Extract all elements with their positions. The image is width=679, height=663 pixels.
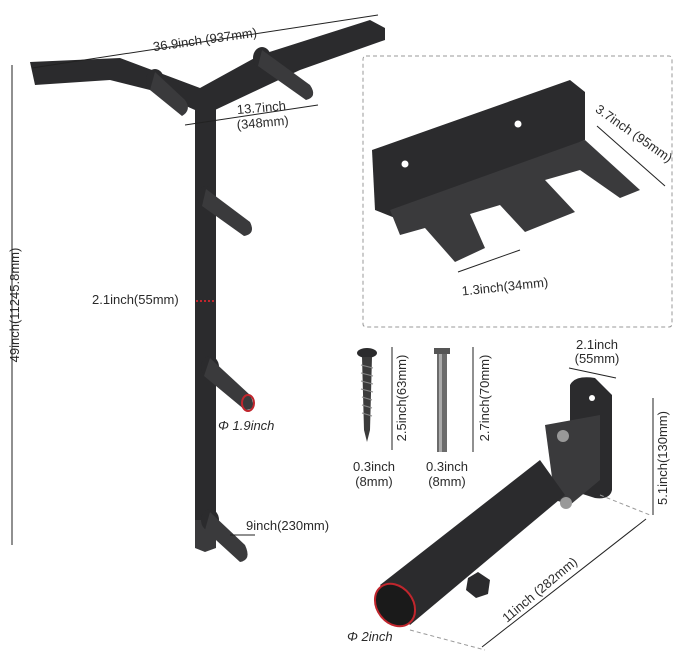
expansion-anchor-bolt — [434, 348, 450, 452]
arm-spacing-inch-label: 13.7inch — [236, 98, 286, 117]
rack-top-bar — [30, 20, 385, 130]
slot-width-line — [457, 249, 521, 273]
slot-width-label: 1.3inch(34mm) — [461, 275, 549, 299]
storage-arm-3 — [201, 509, 248, 562]
arm-spacing-line — [184, 104, 319, 126]
arm-length-label: 9inch(230mm) — [246, 518, 329, 533]
plate-height-label: 5.1inch(130mm) — [655, 411, 670, 505]
bracket-back-plate — [372, 80, 585, 220]
width-dimension-line — [31, 14, 379, 69]
bar-width-label: 2.1inch(55mm) — [92, 292, 179, 307]
bracket-forks — [390, 140, 640, 262]
screw-width-inch-label: 0.3inch — [353, 459, 395, 474]
total-height-label: 49inch(11245.8mm) — [7, 248, 22, 363]
total-width-label: 36.9inch (937mm) — [152, 25, 258, 54]
storage-arm-1 — [197, 186, 252, 236]
sleeve-tube — [380, 460, 565, 625]
post-diameter-marker — [241, 394, 255, 412]
plate-extension-line — [599, 494, 651, 516]
bracket-detail-inset — [362, 55, 673, 328]
plate-width-inch-label: 2.1inch — [576, 337, 618, 352]
anchor-length-label: 2.7inch(70mm) — [477, 355, 492, 442]
screw-width-mm-label: (8mm) — [355, 474, 393, 489]
landmine-sleeve-attachment — [373, 377, 612, 628]
storage-arm-2 — [201, 356, 255, 412]
post-diameter-label: Φ 1.9inch — [218, 418, 274, 433]
sleeve-diameter-label: Φ 2inch — [347, 629, 393, 644]
sleeve-length-label: 11inch (282mm) — [499, 554, 580, 625]
wood-screw — [357, 348, 377, 442]
locking-knob — [466, 572, 490, 598]
anchor-width-inch-label: 0.3inch — [426, 459, 468, 474]
anchor-width-mm-label: (8mm) — [428, 474, 466, 489]
screw-length-label: 2.5inch(63mm) — [394, 355, 409, 442]
sleeve-opening — [373, 582, 417, 628]
sleeve-extension-line — [409, 629, 486, 651]
arm-spacing-mm-label: (348mm) — [236, 113, 289, 132]
upper-left-arm — [146, 69, 188, 116]
rack-vertical-bar — [195, 100, 216, 545]
wall-rack — [30, 20, 385, 562]
sleeve-length-line — [481, 518, 647, 648]
plate-width-mm-label: (55mm) — [575, 351, 620, 366]
upper-right-arm — [253, 47, 314, 100]
plate-width-line — [568, 367, 617, 379]
bracket-depth-line — [596, 125, 666, 187]
